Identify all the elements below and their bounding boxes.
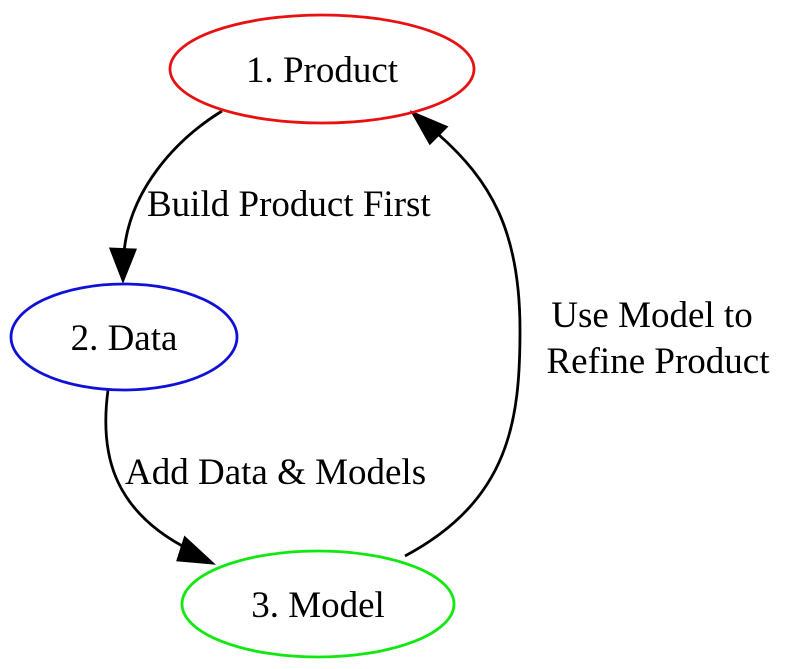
edge-data-to-model: Add Data & Models — [104, 389, 426, 565]
edge-product-to-data-line — [122, 109, 223, 253]
node-product-label: 1. Product — [246, 50, 399, 91]
edge-label-build-product-first: Build Product First — [147, 184, 431, 225]
edge-data-to-model-arrowhead — [176, 535, 216, 565]
node-data: 2. Data — [9, 282, 239, 392]
edge-model-to-product-line — [404, 132, 522, 558]
node-model-label: 3. Model — [251, 585, 385, 626]
edge-product-to-data: Build Product First — [108, 109, 431, 284]
edge-label-refine-product: Refine Product — [547, 341, 771, 382]
edge-product-to-data-arrowhead — [108, 247, 138, 284]
edge-label-use-model-to: Use Model to — [551, 295, 752, 336]
node-data-ellipse — [9, 282, 239, 392]
edge-model-to-product-arrowhead — [409, 110, 449, 146]
node-product: 1. Product — [168, 13, 476, 125]
edge-label-add-data-and-models: Add Data & Models — [125, 452, 426, 493]
edge-data-to-model-line — [104, 389, 191, 552]
edge-model-to-product: Use Model to Refine Product — [404, 110, 771, 558]
node-model-ellipse — [180, 549, 456, 659]
node-model: 3. Model — [180, 549, 456, 659]
node-data-label: 2. Data — [71, 318, 178, 359]
node-product-ellipse — [168, 13, 476, 125]
